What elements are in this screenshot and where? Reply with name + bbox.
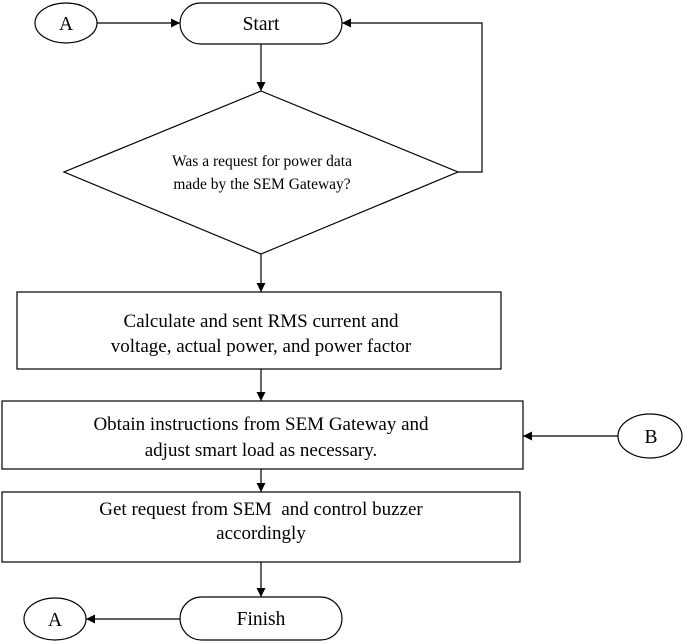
finish-label: Finish xyxy=(237,609,286,630)
connector-b: B xyxy=(617,413,683,459)
process-buzzer-line1: Get request from SEM and control buzzer xyxy=(99,499,423,520)
connector-b-label: B xyxy=(644,427,657,448)
decision-text-line2: made by the SEM Gateway? xyxy=(173,176,350,193)
process-instructions-line2: adjust smart load as necessary. xyxy=(145,440,378,461)
decision-diamond: Was a request for power data made by the… xyxy=(62,90,460,255)
arrow-decision-no-loop xyxy=(342,18,483,173)
process-calculate: Calculate and sent RMS current and volta… xyxy=(16,291,502,370)
process-instructions-line1: Obtain instructions from SEM Gateway and xyxy=(93,414,429,435)
process-calculate-line2: voltage, actual power, and power factor xyxy=(111,336,412,357)
process-instructions: Obtain instructions from SEM Gateway and… xyxy=(1,400,524,470)
process-calculate-line1: Calculate and sent RMS current and xyxy=(124,311,399,332)
process-buzzer: Get request from SEM and control buzzer … xyxy=(1,491,521,563)
finish-terminator: Finish xyxy=(179,596,343,641)
connector-a-bottom: A xyxy=(23,597,87,641)
connector-a-top: A xyxy=(34,2,98,44)
process-buzzer-line2: accordingly xyxy=(216,523,306,544)
start-terminator: Start xyxy=(179,2,343,45)
start-label: Start xyxy=(243,14,280,35)
connector-a-bottom-label: A xyxy=(48,610,62,631)
connector-a-top-label: A xyxy=(59,14,73,35)
decision-text-line1: Was a request for power data xyxy=(172,153,352,170)
